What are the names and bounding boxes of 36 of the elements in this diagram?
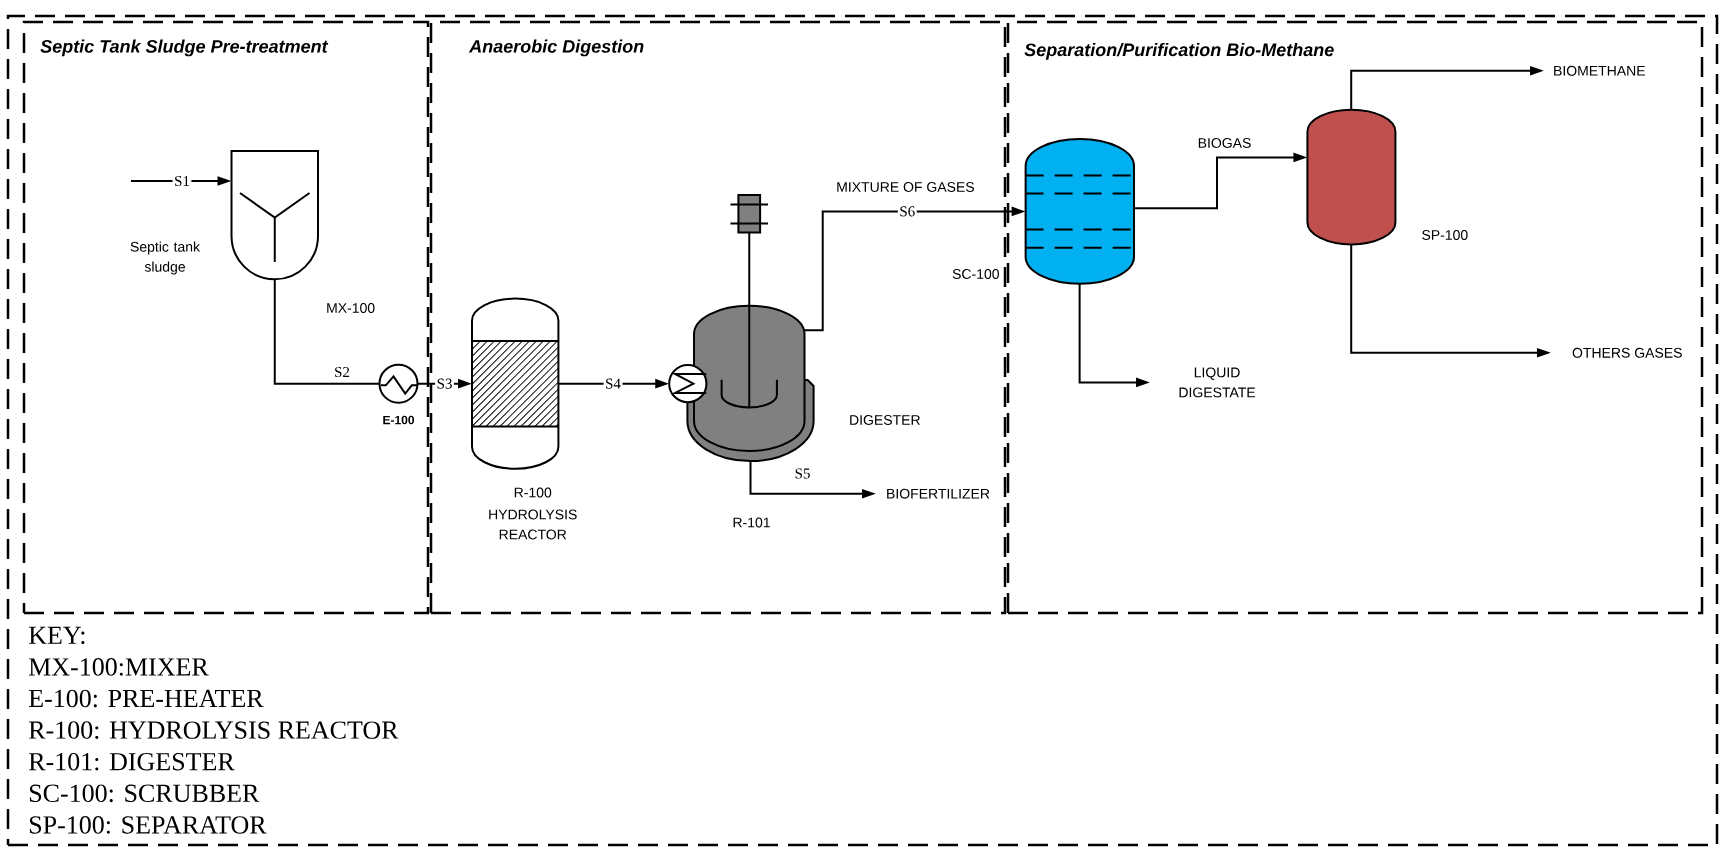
edge-label: S3 <box>435 377 454 391</box>
edge-label: S1 <box>172 174 192 188</box>
edge-label: BIOGAS <box>1196 136 1253 150</box>
equipment-tag: R-100 <box>514 487 552 498</box>
equipment-tag: SC-100 <box>952 269 999 279</box>
section-title: Septic Tank Sludge Pre-treatment <box>40 39 329 57</box>
key-entry: E-100: PRE-HEATER <box>28 689 264 708</box>
equipment-tag: SP-100 <box>1422 230 1468 240</box>
key-entry: MX-100:MIXER <box>28 658 209 676</box>
equipment-tag: R-101 <box>733 517 770 528</box>
equipment-name: HYDROLYSIS REACTOR <box>489 509 577 540</box>
dashed-frame <box>6 14 1719 847</box>
flow-line <box>273 278 381 385</box>
stream-name: Septic tank sludge <box>130 241 201 275</box>
section-title: Separation/Purification Bio-Methane <box>1024 42 1334 60</box>
section-title: Anaerobic Digestion <box>468 39 644 57</box>
product-label: BIOFERTILIZER <box>887 488 990 499</box>
key-entry: SC-100: SCRUBBER <box>29 784 260 803</box>
edge-label: S4 <box>603 377 623 391</box>
dashed-section <box>429 20 1007 615</box>
product-label: OTHERS GASES <box>1572 347 1682 358</box>
edge-label: S2 <box>332 365 352 379</box>
key-entry: SP-100: SEPARATOR <box>29 816 267 834</box>
key-heading: KEY: <box>28 626 85 645</box>
product-label: BIOMETHANE <box>1554 65 1645 76</box>
dashed-section <box>1006 20 1704 615</box>
equipment-tag: MX-100 <box>327 303 375 313</box>
edge-label: S6 <box>897 204 917 218</box>
key-entry: R-101: DIGESTER <box>28 752 235 771</box>
equipment-tag: E-100 <box>383 415 414 425</box>
edge-label: S5 <box>793 466 812 481</box>
key-entry: R-100: HYDROLYSIS REACTOR <box>28 721 399 739</box>
product-label: LIQUID DIGESTATE <box>1179 367 1256 398</box>
stream-name: MIXTURE OF GASES <box>837 182 974 192</box>
dashed-section <box>22 20 430 615</box>
equipment-name: DIGESTER <box>850 415 920 425</box>
